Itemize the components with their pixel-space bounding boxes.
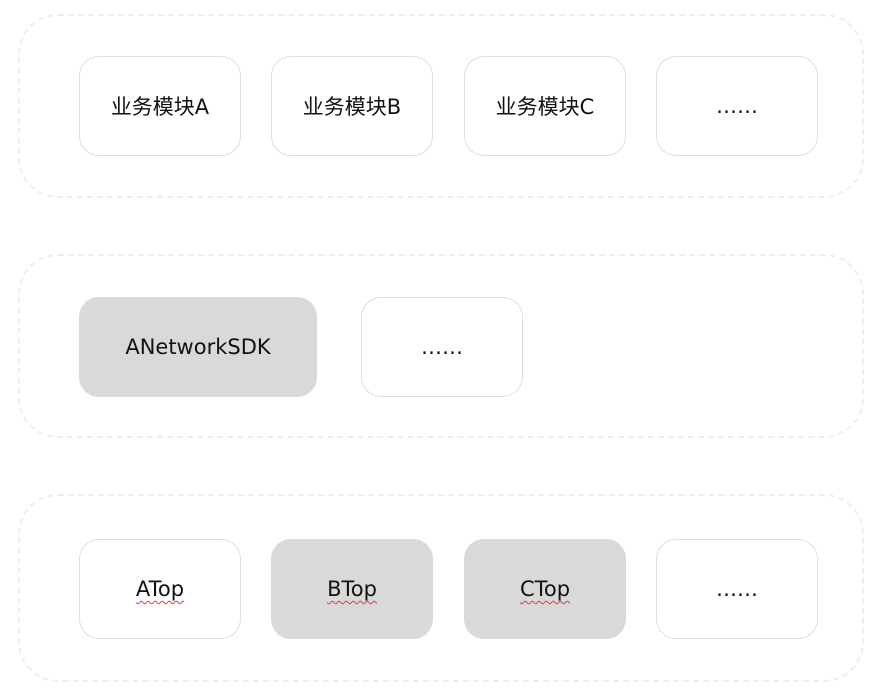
bottom-layer <box>18 494 864 682</box>
network-layer <box>18 254 864 438</box>
atop-label: ATop <box>135 577 185 601</box>
bottom-module-more: …… <box>656 539 818 639</box>
network-sdk-label: ANetworkSDK <box>125 335 271 359</box>
bottom-module-more-label: …… <box>716 577 758 601</box>
ctop-module: CTop <box>464 539 626 639</box>
ctop-label: CTop <box>519 577 571 601</box>
business-layer <box>18 14 864 198</box>
network-module-more: …… <box>361 297 523 397</box>
business-module-b: 业务模块B <box>271 56 433 156</box>
business-module-a-label: 业务模块A <box>110 95 210 119</box>
network-sdk-module: ANetworkSDK <box>79 297 317 397</box>
atop-module: ATop <box>79 539 241 639</box>
business-module-more: …… <box>656 56 818 156</box>
business-module-more-label: …… <box>716 94 758 118</box>
business-module-a: 业务模块A <box>79 56 241 156</box>
network-module-more-label: …… <box>421 335 463 359</box>
btop-label: BTop <box>327 577 377 601</box>
business-module-b-label: 业务模块B <box>302 95 402 119</box>
business-module-c: 业务模块C <box>464 56 626 156</box>
business-module-c-label: 业务模块C <box>495 95 595 119</box>
btop-module: BTop <box>271 539 433 639</box>
